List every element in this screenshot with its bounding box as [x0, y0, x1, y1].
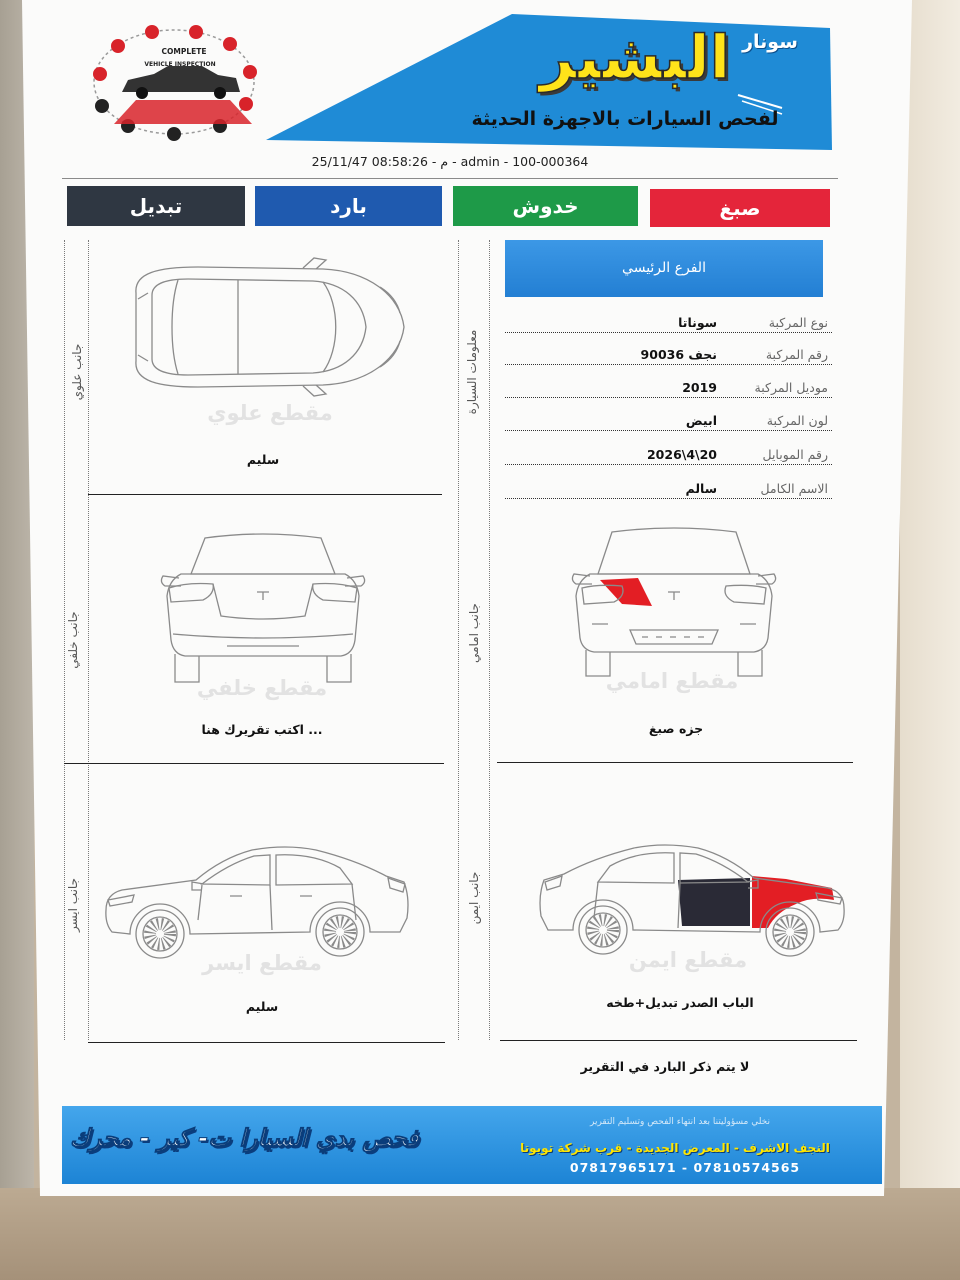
side-label-vehicle-info: معلومات السيارة — [465, 329, 479, 415]
note-right: الباب الصدر تبديل+طخه — [606, 995, 754, 1010]
info-label: رقم الموبايل — [762, 447, 828, 462]
info-row: موديل المركبة 2019 — [505, 373, 832, 398]
info-value: 2026\4\20 — [646, 447, 717, 462]
folder-cover-right — [900, 0, 960, 1280]
info-row: نوع المركبة سوناتا — [505, 308, 832, 333]
note-front: جزه صبغ — [648, 721, 704, 736]
watermark-left: مقطع ايسر — [202, 951, 322, 975]
column-divider — [458, 240, 459, 1040]
side-label-right: جانب ايمن — [467, 871, 481, 925]
brand-small-text: سونار — [742, 31, 798, 53]
side-label-front: جانب امامي — [467, 603, 481, 663]
watermark-right: مقطع ايمن — [628, 948, 748, 972]
footer-note: لا يتم ذكر البارد في التقرير — [580, 1059, 750, 1074]
note-left: سليم — [245, 999, 279, 1014]
info-row: رقم الموبايل 2026\4\20 — [505, 440, 832, 465]
brand-name: البشير — [539, 22, 731, 94]
info-row: لون المركبة ابيض — [505, 406, 832, 431]
side-label-left: جانب ايسر — [66, 878, 80, 933]
legend-cold: بارد — [255, 186, 442, 226]
replaced-door-patch — [678, 878, 750, 926]
side-label-rear: جانب خلفي — [66, 611, 80, 669]
info-label: لون المركبة — [766, 413, 828, 428]
info-row: رقم المركبة نجف 90036 — [505, 340, 832, 365]
legend-replaced: تبديل — [67, 186, 245, 226]
inspection-logo: COMPLETE VEHICLE INSPECTION — [93, 25, 257, 141]
info-label: الاسم الكامل — [760, 481, 828, 496]
section-line — [500, 1040, 857, 1041]
info-value: سوناتا — [678, 315, 717, 330]
info-row: الاسم الكامل سالم — [505, 474, 832, 499]
info-value: نجف 90036 — [640, 347, 717, 362]
brand-tagline: لفحص السيارات بالاجهزة الحديثة — [471, 108, 779, 130]
info-label: نوع المركبة — [768, 315, 828, 330]
info-label: موديل المركبة — [754, 380, 828, 395]
section-line — [88, 494, 442, 495]
column-divider — [489, 240, 490, 1040]
logo-text-line-1: COMPLETE — [162, 47, 207, 56]
footer-address: النجف الاشرف - المعرض الجديدة - قرب شركة… — [520, 1141, 830, 1155]
decor-line — [741, 100, 783, 115]
info-value: ابيض — [685, 413, 717, 428]
footer-banner — [62, 1106, 882, 1184]
car-right-side-diagram — [528, 836, 850, 958]
info-value: 2019 — [682, 380, 717, 395]
header-banner — [266, 14, 832, 150]
note-top: سليم — [246, 452, 280, 467]
section-line — [88, 1042, 445, 1043]
section-line — [497, 762, 853, 763]
footer-slogan: فحص بدي السيارا ت- كير - محرك — [70, 1124, 420, 1153]
info-value: سالم — [685, 481, 717, 496]
side-label-top: جانب علوي — [70, 343, 84, 401]
header-rule — [62, 178, 838, 179]
note-rear: اكتب تقريرك هنا ... — [201, 722, 323, 737]
car-top-view-diagram — [118, 255, 408, 400]
watermark-front: مقطع امامي — [605, 669, 739, 693]
column-divider — [64, 240, 65, 1040]
info-label: رقم المركبة — [765, 347, 828, 362]
column-divider — [88, 240, 89, 1040]
header-banner-shape — [266, 14, 832, 150]
legend-scratches: خدوش — [453, 186, 638, 226]
branch-header: الفرع الرئيسي — [505, 240, 823, 297]
footer-phones: 07817965171 - 07810574565 — [569, 1160, 801, 1175]
car-left-side-diagram — [100, 838, 412, 960]
section-line — [64, 763, 444, 764]
table-surface-bottom — [0, 1188, 960, 1280]
legend-paint: صبغ — [650, 189, 830, 227]
decor-line — [737, 94, 783, 109]
logo-text-line-2: VEHICLE INSPECTION — [144, 61, 215, 68]
car-front-view-diagram — [568, 524, 780, 682]
report-meta-line: 25/11/47 08:58:26 - م - admin - 100-0003… — [311, 154, 589, 169]
footer-disclaimer: نخلي مسؤوليتنا بعد انتهاء الفحص وتسليم ا… — [590, 1117, 770, 1127]
car-rear-view-diagram — [157, 530, 369, 688]
watermark-top: مقطع علوي — [207, 401, 333, 425]
watermark-rear: مقطع خلفي — [196, 676, 328, 700]
